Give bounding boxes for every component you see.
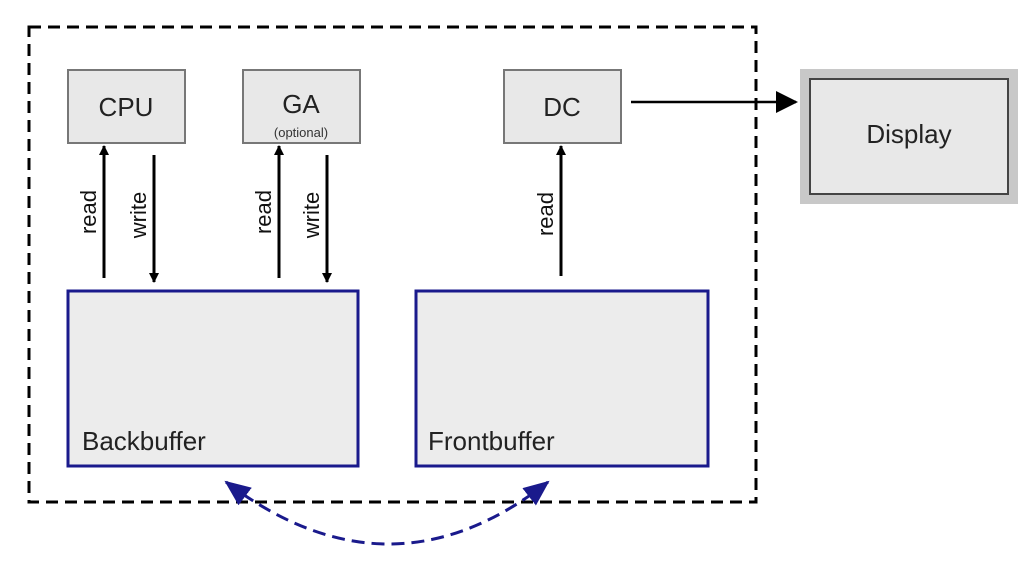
dc-box bbox=[503, 69, 622, 144]
ga-node: GA (optional) bbox=[242, 69, 361, 144]
display-node: Display bbox=[800, 69, 1018, 204]
frontbuffer-label: Frontbuffer bbox=[428, 426, 555, 456]
dc-read-label: read bbox=[533, 192, 558, 236]
display-label: Display bbox=[866, 119, 951, 149]
ga-write-label: write bbox=[299, 192, 324, 239]
cpu-label: CPU bbox=[99, 92, 154, 122]
backbuffer-node: Backbuffer bbox=[66, 289, 360, 468]
buffer-swap-arrow bbox=[224, 480, 550, 546]
ga-label: GA bbox=[282, 89, 320, 119]
dc-node: DC bbox=[503, 69, 622, 144]
ga-sublabel: (optional) bbox=[274, 125, 328, 140]
dc-label: DC bbox=[543, 92, 581, 122]
ga-box bbox=[242, 69, 361, 144]
display-box bbox=[809, 78, 1009, 195]
frontbuffer-box bbox=[414, 289, 710, 468]
backbuffer-box bbox=[66, 289, 360, 468]
frontbuffer-node: Frontbuffer bbox=[414, 289, 710, 468]
cpu-write-label: write bbox=[126, 192, 151, 239]
cpu-node: CPU bbox=[67, 69, 186, 144]
cpu-box bbox=[67, 69, 186, 144]
cpu-read-label: read bbox=[76, 190, 101, 234]
backbuffer-label: Backbuffer bbox=[82, 426, 206, 456]
ga-read-label: read bbox=[251, 190, 276, 234]
